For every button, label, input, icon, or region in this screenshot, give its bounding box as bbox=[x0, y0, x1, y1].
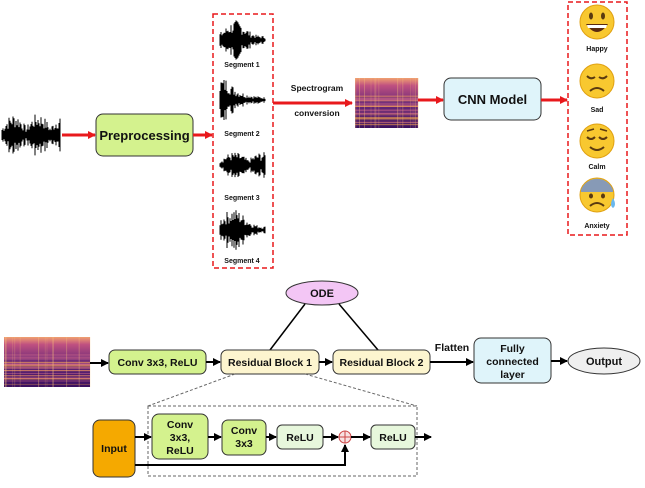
fc-label-line-2: connected bbox=[486, 356, 539, 368]
skip-connection bbox=[135, 444, 349, 466]
flatten-label: Flatten bbox=[435, 342, 469, 354]
spectrogram-image-bottom bbox=[4, 337, 91, 387]
emotions-group bbox=[567, 1, 628, 236]
segment-2-label: Segment 2 bbox=[224, 131, 260, 138]
fc-label-line-1: Fully bbox=[500, 343, 525, 355]
segment-3-label: Segment 3 bbox=[224, 195, 260, 202]
emotion-sad-label: Sad bbox=[591, 107, 604, 114]
emotion-happy-label: Happy bbox=[586, 46, 608, 53]
segment-waveforms bbox=[219, 20, 266, 250]
preprocessing-label: Preprocessing bbox=[99, 128, 189, 143]
residual-block-detail-frame bbox=[147, 405, 418, 477]
detail-conv-label-line-2: 3x3, bbox=[170, 432, 191, 444]
ode-ellipse bbox=[285, 280, 359, 306]
detail-conv2-label-line-1: Conv bbox=[231, 425, 257, 437]
output-ellipse bbox=[567, 347, 641, 375]
emotion-anxiety-label: Anxiety bbox=[584, 223, 609, 230]
detail-conv2-label-line-2: 3x3 bbox=[235, 438, 253, 450]
emotion-calm-label: Calm bbox=[588, 164, 605, 171]
cnn-model-label: CNN Model bbox=[458, 92, 527, 107]
zoom-line-left bbox=[147, 373, 236, 407]
segments-group bbox=[212, 13, 274, 269]
zoom-line-right bbox=[304, 373, 418, 407]
ode-link-left bbox=[269, 303, 306, 351]
output-label: Output bbox=[586, 356, 622, 368]
input-label: Input bbox=[101, 443, 127, 455]
detail-relu-2-label: ReLU bbox=[379, 432, 406, 444]
spectrogram-image-top bbox=[355, 78, 419, 128]
segment-1-label: Segment 1 bbox=[224, 62, 260, 69]
fc-label-line-3: layer bbox=[500, 369, 525, 381]
spectrogram-conversion-label-2: conversion bbox=[294, 108, 339, 118]
conv-relu-label: Conv 3x3, ReLU bbox=[118, 357, 198, 369]
segment-4-label: Segment 4 bbox=[224, 258, 260, 265]
relieved-face-emoji-icon bbox=[579, 123, 615, 159]
ode-link-right bbox=[338, 303, 379, 351]
anxious-face-emoji-icon bbox=[579, 177, 615, 213]
residual-block-2-label: Residual Block 2 bbox=[339, 357, 423, 369]
spectrogram-conversion-label-1: Spectrogram bbox=[291, 83, 344, 93]
detail-conv-label-line-1: Conv bbox=[167, 419, 193, 431]
sad-face-emoji-icon bbox=[579, 63, 615, 99]
input-box bbox=[92, 419, 136, 478]
ode-label: ODE bbox=[310, 288, 334, 300]
raw-waveform bbox=[1, 114, 61, 156]
residual-block-1-label: Residual Block 1 bbox=[228, 357, 312, 369]
grinning-face-emoji-icon bbox=[579, 4, 615, 40]
detail-conv-label-line-3: ReLU bbox=[166, 445, 193, 457]
addition-node-icon bbox=[338, 430, 352, 444]
detail-relu-1-label: ReLU bbox=[286, 432, 313, 444]
